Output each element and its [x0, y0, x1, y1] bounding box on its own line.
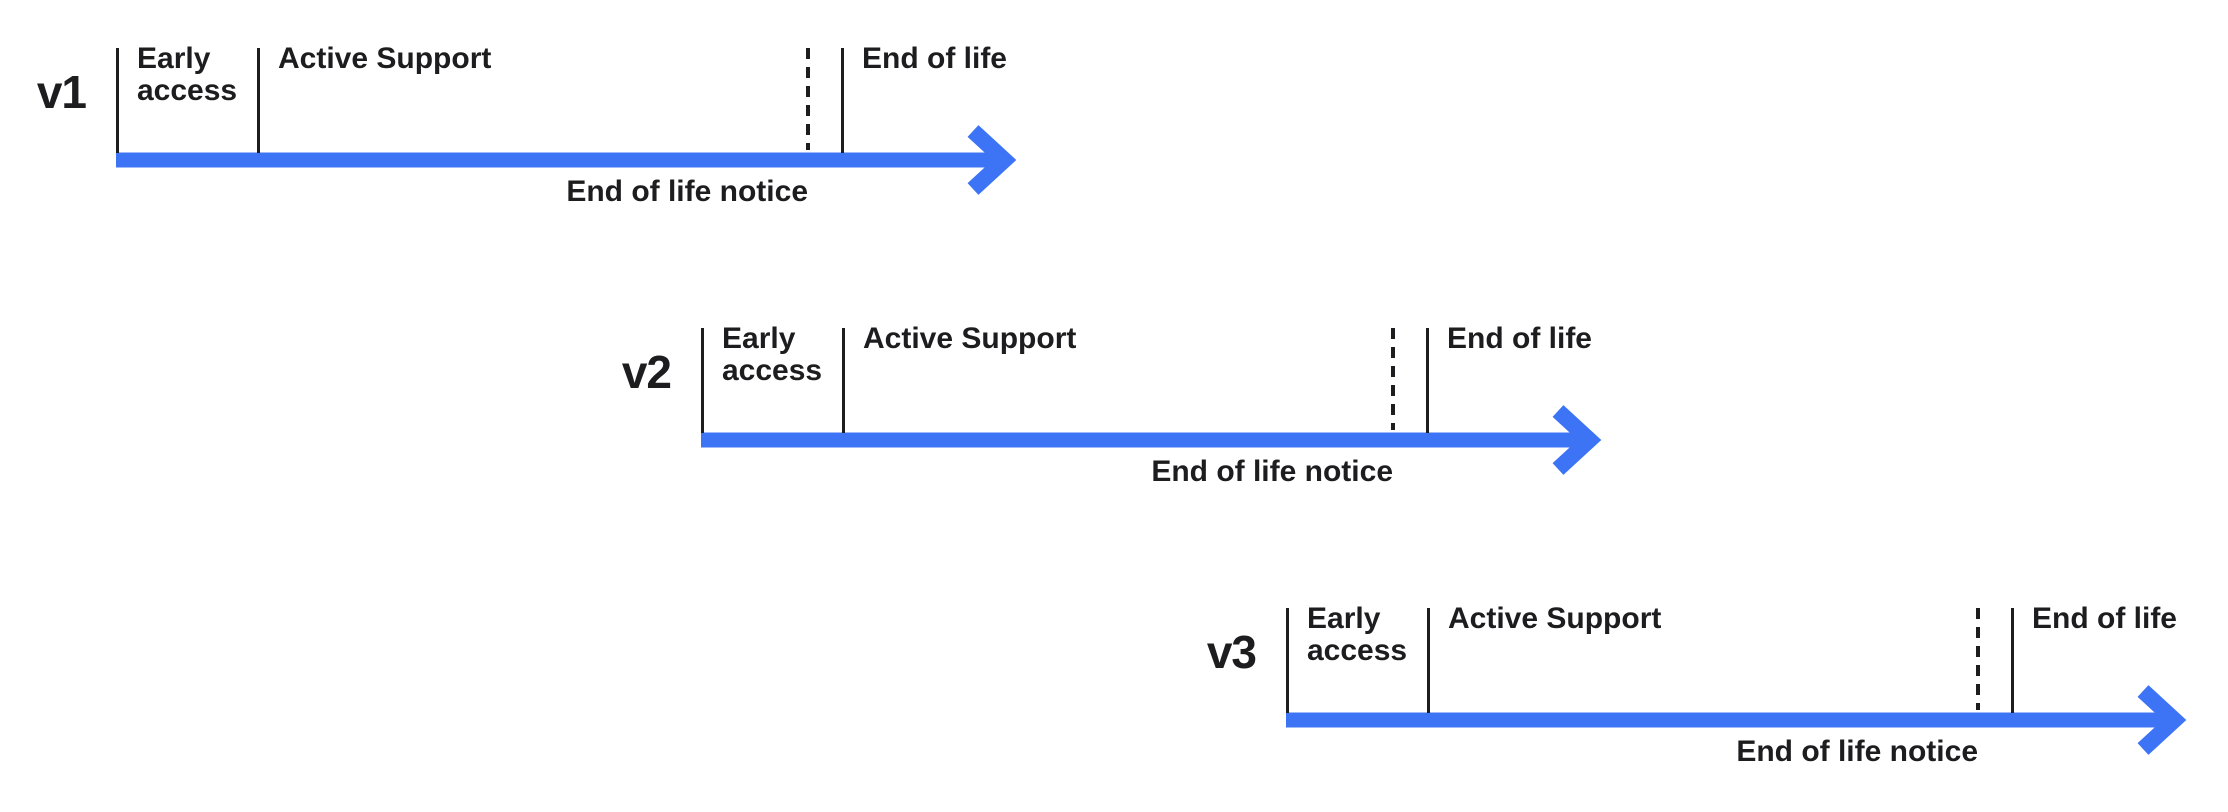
phase-label-active-support: Active Support	[863, 322, 1077, 355]
timeline-v2: v2 Early access Active Support End of li…	[585, 300, 1645, 512]
timeline-arrow-head-icon	[2137, 685, 2187, 755]
timeline-v3-graphic	[1286, 608, 2187, 755]
timeline-arrow-shaft	[116, 152, 998, 168]
end-of-life-notice-label: End of life notice	[1736, 735, 1978, 768]
phase-label-active-support: Active Support	[1448, 602, 1662, 635]
timeline-arrow-head-icon	[967, 125, 1017, 195]
version-label: v3	[1206, 626, 1257, 678]
phase-label-end-of-life: End of life	[862, 42, 1007, 75]
timeline-v3: v3 Early access Active Support End of li…	[1170, 580, 2228, 792]
version-label: v2	[621, 346, 672, 398]
timeline-arrow-head-icon	[1552, 405, 1602, 475]
version-label: v1	[36, 66, 87, 118]
timeline-v2-graphic	[701, 328, 1602, 475]
phase-label-early-access: Early access	[722, 322, 823, 387]
phase-label-active-support: Active Support	[278, 42, 492, 75]
phase-label-end-of-life: End of life	[2032, 602, 2177, 635]
end-of-life-notice-label: End of life notice	[566, 175, 808, 208]
end-of-life-notice-label: End of life notice	[1151, 455, 1393, 488]
timeline-arrow-shaft	[701, 432, 1583, 448]
timeline-arrow-shaft	[1286, 712, 2168, 728]
timeline-v1-graphic	[116, 48, 1017, 195]
timeline-v1: v1 Early access Active Support End of li…	[0, 20, 1060, 232]
phase-label-early-access: Early access	[1307, 602, 1408, 667]
phase-label-end-of-life: End of life	[1447, 322, 1592, 355]
phase-label-early-access: Early access	[137, 42, 238, 107]
